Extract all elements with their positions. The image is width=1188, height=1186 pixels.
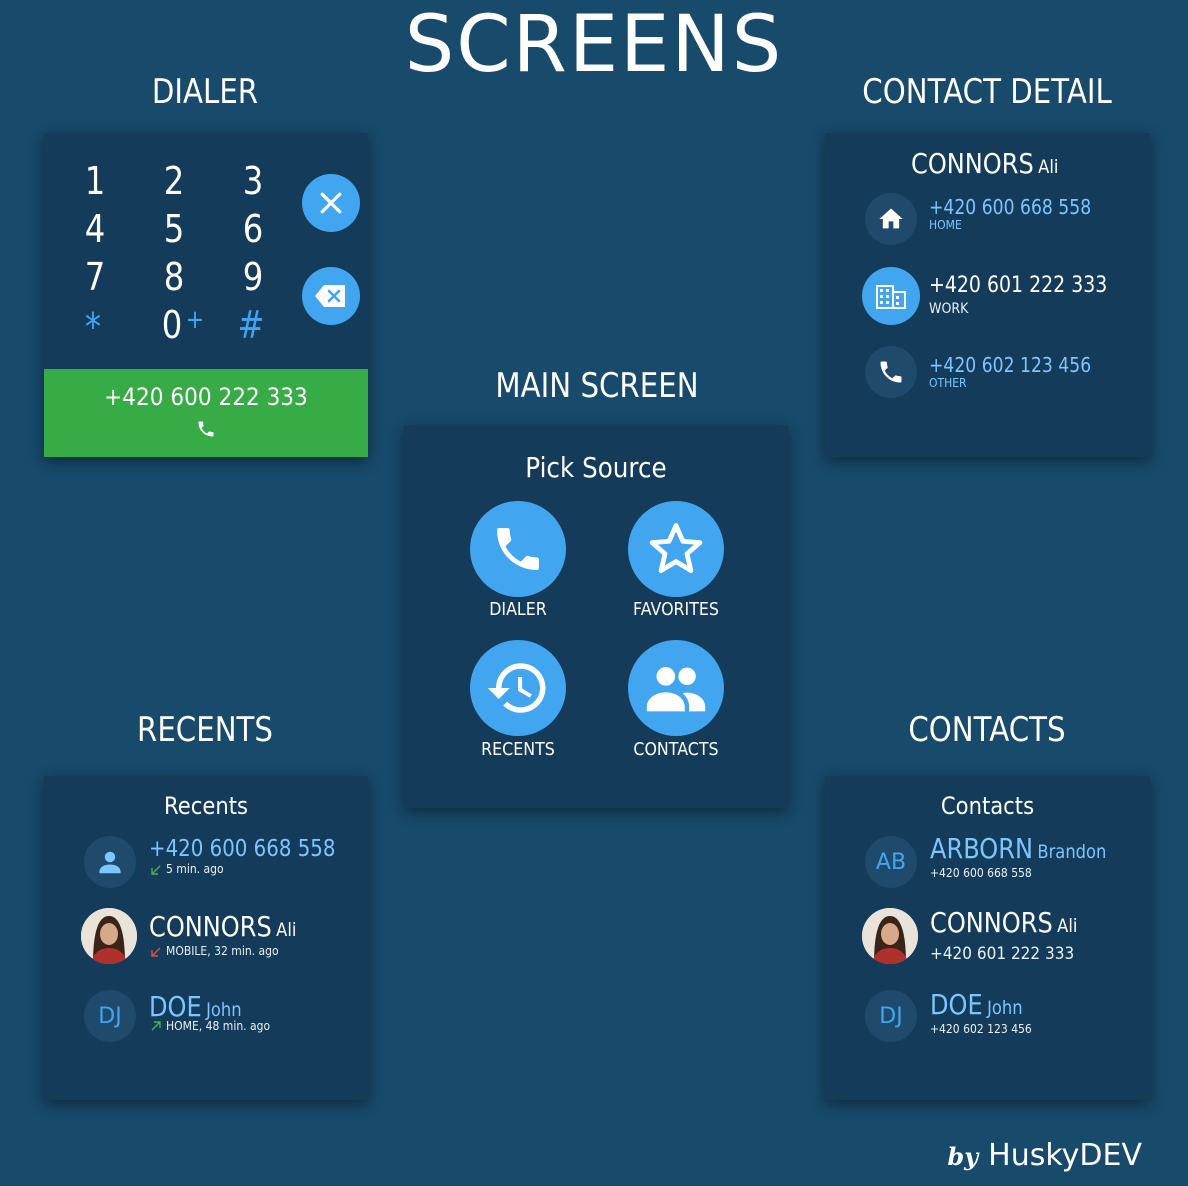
work-number-icon — [862, 267, 920, 325]
call-bar[interactable]: +420 600 222 333 — [44, 369, 368, 457]
contact-name: ARBORN Brandon — [930, 832, 1107, 865]
favorites-source-label: FAVORITES — [633, 599, 719, 620]
dialer-card: 1 2 3 4 5 6 7 8 9 * 0 + # +420 600 222 3… — [44, 133, 368, 457]
main-screen-section-title: MAIN SCREEN — [495, 366, 699, 406]
recents-source-label: RECENTS — [481, 739, 555, 760]
main-screen-card: Pick Source DIALER FAVORITES RECENTS CON… — [404, 425, 788, 808]
avatar-initials: DJ — [98, 1003, 122, 1029]
home-number-icon — [865, 193, 917, 245]
avatar-initials: AB — [875, 849, 907, 875]
avatar — [81, 908, 137, 964]
close-icon — [320, 192, 342, 214]
contact-detail-name: CONNORS Ali — [911, 147, 1059, 180]
list-item[interactable]: DJ DOE John HOME, 48 min. ago — [44, 988, 368, 1048]
dialer-source-label: DIALER — [489, 599, 547, 620]
dialer-section-title: DIALER — [151, 72, 259, 112]
other-number-type: OTHER — [929, 376, 967, 390]
dialer-source-button[interactable] — [470, 501, 566, 597]
contact-number: +420 601 222 333 — [930, 944, 1075, 964]
phone-icon — [497, 528, 539, 570]
work-number[interactable]: +420 601 222 333 — [929, 273, 1108, 298]
recent-name: CONNORS Ali — [149, 910, 297, 943]
list-item[interactable]: AB ARBORN Brandon +420 600 668 558 — [825, 832, 1150, 892]
credit-name: HuskyDEV — [988, 1138, 1142, 1173]
key-hash[interactable]: # — [237, 303, 265, 347]
contacts-title: Contacts — [940, 792, 1035, 820]
avatar-initials: DJ — [879, 1003, 903, 1029]
people-icon — [646, 667, 706, 712]
contact-name: CONNORS Ali — [930, 906, 1078, 939]
recent-detail: HOME, 48 min. ago — [166, 1019, 271, 1033]
contact-name: DOE John — [930, 988, 1023, 1021]
credit-by: by — [947, 1142, 979, 1171]
contact-detail-card: CONNORS Ali +420 600 668 558 HOME +420 6… — [825, 133, 1150, 457]
incoming-call-icon — [151, 865, 161, 875]
home-icon — [879, 208, 903, 229]
star-icon — [649, 523, 703, 573]
key-3[interactable]: 3 — [242, 159, 264, 203]
contacts-card: Contacts AB ARBORN Brandon +420 600 668 … — [825, 776, 1150, 1100]
list-item[interactable]: +420 600 668 558 5 min. ago — [44, 832, 368, 892]
recent-detail: MOBILE, 32 min. ago — [166, 944, 279, 958]
avatar — [84, 836, 136, 888]
contact-number: +420 600 668 558 — [930, 866, 1032, 880]
list-item[interactable]: DJ DOE John +420 602 123 456 — [825, 988, 1150, 1048]
list-item[interactable]: CONNORS Ali MOBILE, 32 min. ago — [44, 906, 368, 968]
contact-number: +420 602 123 456 — [930, 1022, 1032, 1036]
pick-source-title: Pick Source — [525, 451, 667, 484]
key-8[interactable]: 8 — [163, 255, 185, 299]
building-icon — [876, 285, 906, 309]
key-7[interactable]: 7 — [84, 255, 106, 299]
other-number-icon — [865, 346, 917, 398]
work-number-type: WORK — [929, 301, 969, 317]
person-photo — [862, 908, 918, 964]
key-star[interactable]: * — [84, 305, 102, 349]
avatar: AB — [865, 836, 917, 888]
dialed-number: +420 600 222 333 — [104, 383, 308, 411]
key-1[interactable]: 1 — [84, 159, 106, 203]
key-5[interactable]: 5 — [163, 207, 185, 251]
home-number-type: HOME — [929, 218, 962, 232]
page-title: SCREENS — [404, 0, 784, 90]
key-0[interactable]: 0 — [161, 303, 183, 347]
recent-name: DOE John — [149, 990, 242, 1023]
clear-button[interactable] — [302, 174, 360, 232]
avatar: DJ — [865, 990, 917, 1042]
outgoing-call-icon — [151, 1021, 161, 1031]
phone-icon — [198, 421, 214, 437]
contact-detail-section-title: CONTACT DETAIL — [862, 72, 1112, 112]
key-2[interactable]: 2 — [163, 159, 185, 203]
key-plus[interactable]: + — [185, 305, 205, 335]
missed-call-icon — [151, 947, 161, 957]
credit: by HuskyDEV — [947, 1138, 1142, 1173]
person-photo — [81, 908, 137, 964]
contacts-source-label: CONTACTS — [633, 739, 719, 760]
person-icon — [99, 851, 121, 874]
list-item[interactable]: CONNORS Ali +420 601 222 333 — [825, 906, 1150, 968]
recents-source-button[interactable] — [470, 640, 566, 736]
recents-title: Recents — [163, 792, 248, 820]
other-number[interactable]: +420 602 123 456 — [929, 353, 1092, 377]
phone-icon — [880, 361, 902, 383]
home-number[interactable]: +420 600 668 558 — [929, 195, 1092, 219]
contacts-section-title: CONTACTS — [908, 710, 1066, 750]
avatar: DJ — [84, 990, 136, 1042]
avatar — [862, 908, 918, 964]
recent-detail: 5 min. ago — [166, 862, 224, 876]
recents-card: Recents +420 600 668 558 5 min. ago CONN… — [44, 776, 368, 1100]
contacts-source-button[interactable] — [628, 640, 724, 736]
key-6[interactable]: 6 — [242, 207, 264, 251]
recents-section-title: RECENTS — [137, 710, 273, 750]
backspace-button[interactable] — [302, 267, 360, 325]
key-4[interactable]: 4 — [84, 207, 106, 251]
key-9[interactable]: 9 — [242, 255, 264, 299]
backspace-icon — [315, 285, 345, 307]
recent-number: +420 600 668 558 — [149, 836, 336, 862]
history-icon — [487, 663, 546, 713]
favorites-source-button[interactable] — [628, 501, 724, 597]
